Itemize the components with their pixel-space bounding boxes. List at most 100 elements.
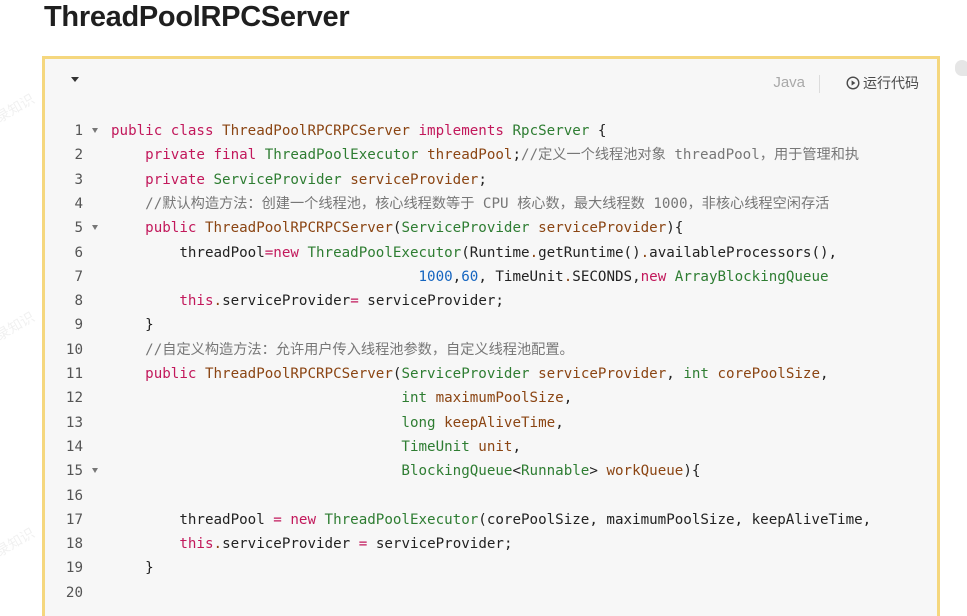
comment-bubble-icon[interactable] xyxy=(955,60,967,76)
code-token: 60 xyxy=(461,268,479,285)
watermark: 录知识 xyxy=(0,525,38,561)
code-token: . xyxy=(529,244,539,261)
code-token: int xyxy=(683,366,718,382)
code-token: serviceProvider xyxy=(350,171,479,188)
toolbar-divider xyxy=(819,75,820,93)
code-token: = xyxy=(358,536,376,553)
line-number: 13 xyxy=(65,414,83,431)
code-line: 2 private final ThreadPoolExecutor threa… xyxy=(45,143,937,167)
code-token: . xyxy=(640,244,650,261)
line-number: 18 xyxy=(65,536,83,553)
code-token: } xyxy=(111,560,154,577)
code-token: public xyxy=(145,366,205,382)
code-text: private final ThreadPoolExecutor threadP… xyxy=(111,143,859,167)
code-text: } xyxy=(111,556,154,580)
code-token: 1000 xyxy=(418,268,453,285)
code-line: 15 BlockingQueue<Runnable> workQueue){ xyxy=(45,459,937,483)
line-number: 17 xyxy=(65,511,83,528)
code-token: ThreadPoolRPCRPCServer xyxy=(222,123,419,139)
code-line: 4 //默认构造方法：创建一个线程池，核心线程数等于 CPU 核心数，最大线程数… xyxy=(45,192,937,216)
code-token: . xyxy=(563,268,573,285)
code-token: ){ xyxy=(683,463,701,480)
code-text: threadPool=new ThreadPoolExecutor(Runtim… xyxy=(111,241,837,265)
collapse-caret-icon[interactable] xyxy=(71,77,79,82)
code-token xyxy=(111,463,401,479)
code-line: 13 long keepAliveTime, xyxy=(45,411,937,435)
line-number: 19 xyxy=(65,560,83,577)
code-token xyxy=(111,196,145,212)
code-token: public class xyxy=(111,123,223,139)
fold-toggle-icon[interactable] xyxy=(92,468,98,474)
code-line: 5 public ThreadPoolRPCRPCServer(ServiceP… xyxy=(45,216,937,240)
code-token: . xyxy=(213,293,223,310)
code-token: threadPool xyxy=(427,147,513,164)
code-text: BlockingQueue<Runnable> workQueue){ xyxy=(111,459,700,483)
code-token: new xyxy=(640,268,675,285)
code-text: private ServiceProvider serviceProvider; xyxy=(111,168,487,192)
code-token xyxy=(111,536,179,552)
code-text: 1000,60, TimeUnit.SECONDS,new ArrayBlock… xyxy=(111,265,829,289)
code-token: ; xyxy=(512,147,522,164)
code-line: 16 xyxy=(45,484,937,508)
code-token: ServiceProvider xyxy=(213,171,351,188)
code-token: serviceProvider xyxy=(222,293,351,310)
line-number: 14 xyxy=(65,438,83,455)
code-line: 18 this.serviceProvider = serviceProvide… xyxy=(45,532,937,556)
code-line: 1 public class ThreadPoolRPCRPCServer imp… xyxy=(45,119,937,143)
code-text: this.serviceProvider = serviceProvider; xyxy=(111,532,513,556)
code-token: ThreadPoolExecutor xyxy=(264,147,428,164)
code-token: this xyxy=(179,293,214,310)
code-token xyxy=(111,172,145,188)
code-token: getRuntime() xyxy=(538,244,641,261)
code-text: public ThreadPoolRPCRPCServer(ServicePro… xyxy=(111,216,683,240)
code-token: threadPool xyxy=(111,244,265,261)
run-code-button[interactable]: 运行代码 xyxy=(846,73,919,93)
code-token: ThreadPoolRPCRPCServer xyxy=(204,220,393,237)
fold-toggle-icon[interactable] xyxy=(92,225,98,231)
code-line: 11 public ThreadPoolRPCRPCServer(Service… xyxy=(45,362,937,386)
code-token: public xyxy=(145,220,205,237)
code-text: public class ThreadPoolRPCRPCServer impl… xyxy=(111,119,606,143)
code-line: 12 int maximumPoolSize, xyxy=(45,386,937,410)
watermark: 录知识 xyxy=(0,309,38,345)
page-title: ThreadPoolRPCServer xyxy=(44,1,350,33)
code-token: (corePoolSize, maximumPoolSize, keepAliv… xyxy=(478,511,872,528)
line-number: 16 xyxy=(65,487,83,504)
code-token: BlockingQueue xyxy=(401,463,513,480)
code-text: //默认构造方法：创建一个线程池，核心线程数等于 CPU 核心数，最大线程数 1… xyxy=(111,192,829,216)
code-body[interactable]: 1 public class ThreadPoolRPCRPCServer imp… xyxy=(45,103,937,616)
code-token: corePoolSize xyxy=(717,366,821,382)
code-token: , xyxy=(563,390,573,407)
code-line: 19 } xyxy=(45,556,937,580)
code-token xyxy=(111,147,145,163)
code-token: serviceProvider xyxy=(222,536,359,553)
line-number: 7 xyxy=(74,268,83,285)
fold-toggle-icon[interactable] xyxy=(92,128,98,133)
line-number: 1 xyxy=(74,123,83,139)
run-code-label: 运行代码 xyxy=(863,76,919,92)
code-token: SECONDS, xyxy=(572,268,641,285)
code-token: ThreadPoolExecutor xyxy=(307,244,462,261)
code-token: serviceProvider xyxy=(538,366,667,382)
code-token: , xyxy=(512,438,522,455)
line-number: 6 xyxy=(74,244,83,261)
code-token: int xyxy=(401,390,436,407)
line-number: 10 xyxy=(65,341,83,358)
code-token xyxy=(111,269,419,285)
line-number: 2 xyxy=(74,147,83,164)
code-token: //定义一个线程池对象 threadPool，用于管理和执 xyxy=(521,147,860,164)
line-number: 8 xyxy=(74,293,83,310)
line-number: 3 xyxy=(74,171,83,188)
code-token: ThreadPoolRPCRPCServer xyxy=(204,366,393,382)
code-token: , xyxy=(452,268,462,285)
code-token: , xyxy=(666,366,684,382)
line-number: 11 xyxy=(65,366,83,382)
code-token: > xyxy=(589,463,607,480)
code-token: availableProcessors(), xyxy=(649,244,838,261)
code-text: long keepAliveTime, xyxy=(111,411,563,435)
code-token: { xyxy=(589,123,607,139)
code-token: (Runtime xyxy=(461,244,530,261)
code-token: serviceProvider; xyxy=(375,536,513,553)
code-token: this xyxy=(179,536,214,553)
